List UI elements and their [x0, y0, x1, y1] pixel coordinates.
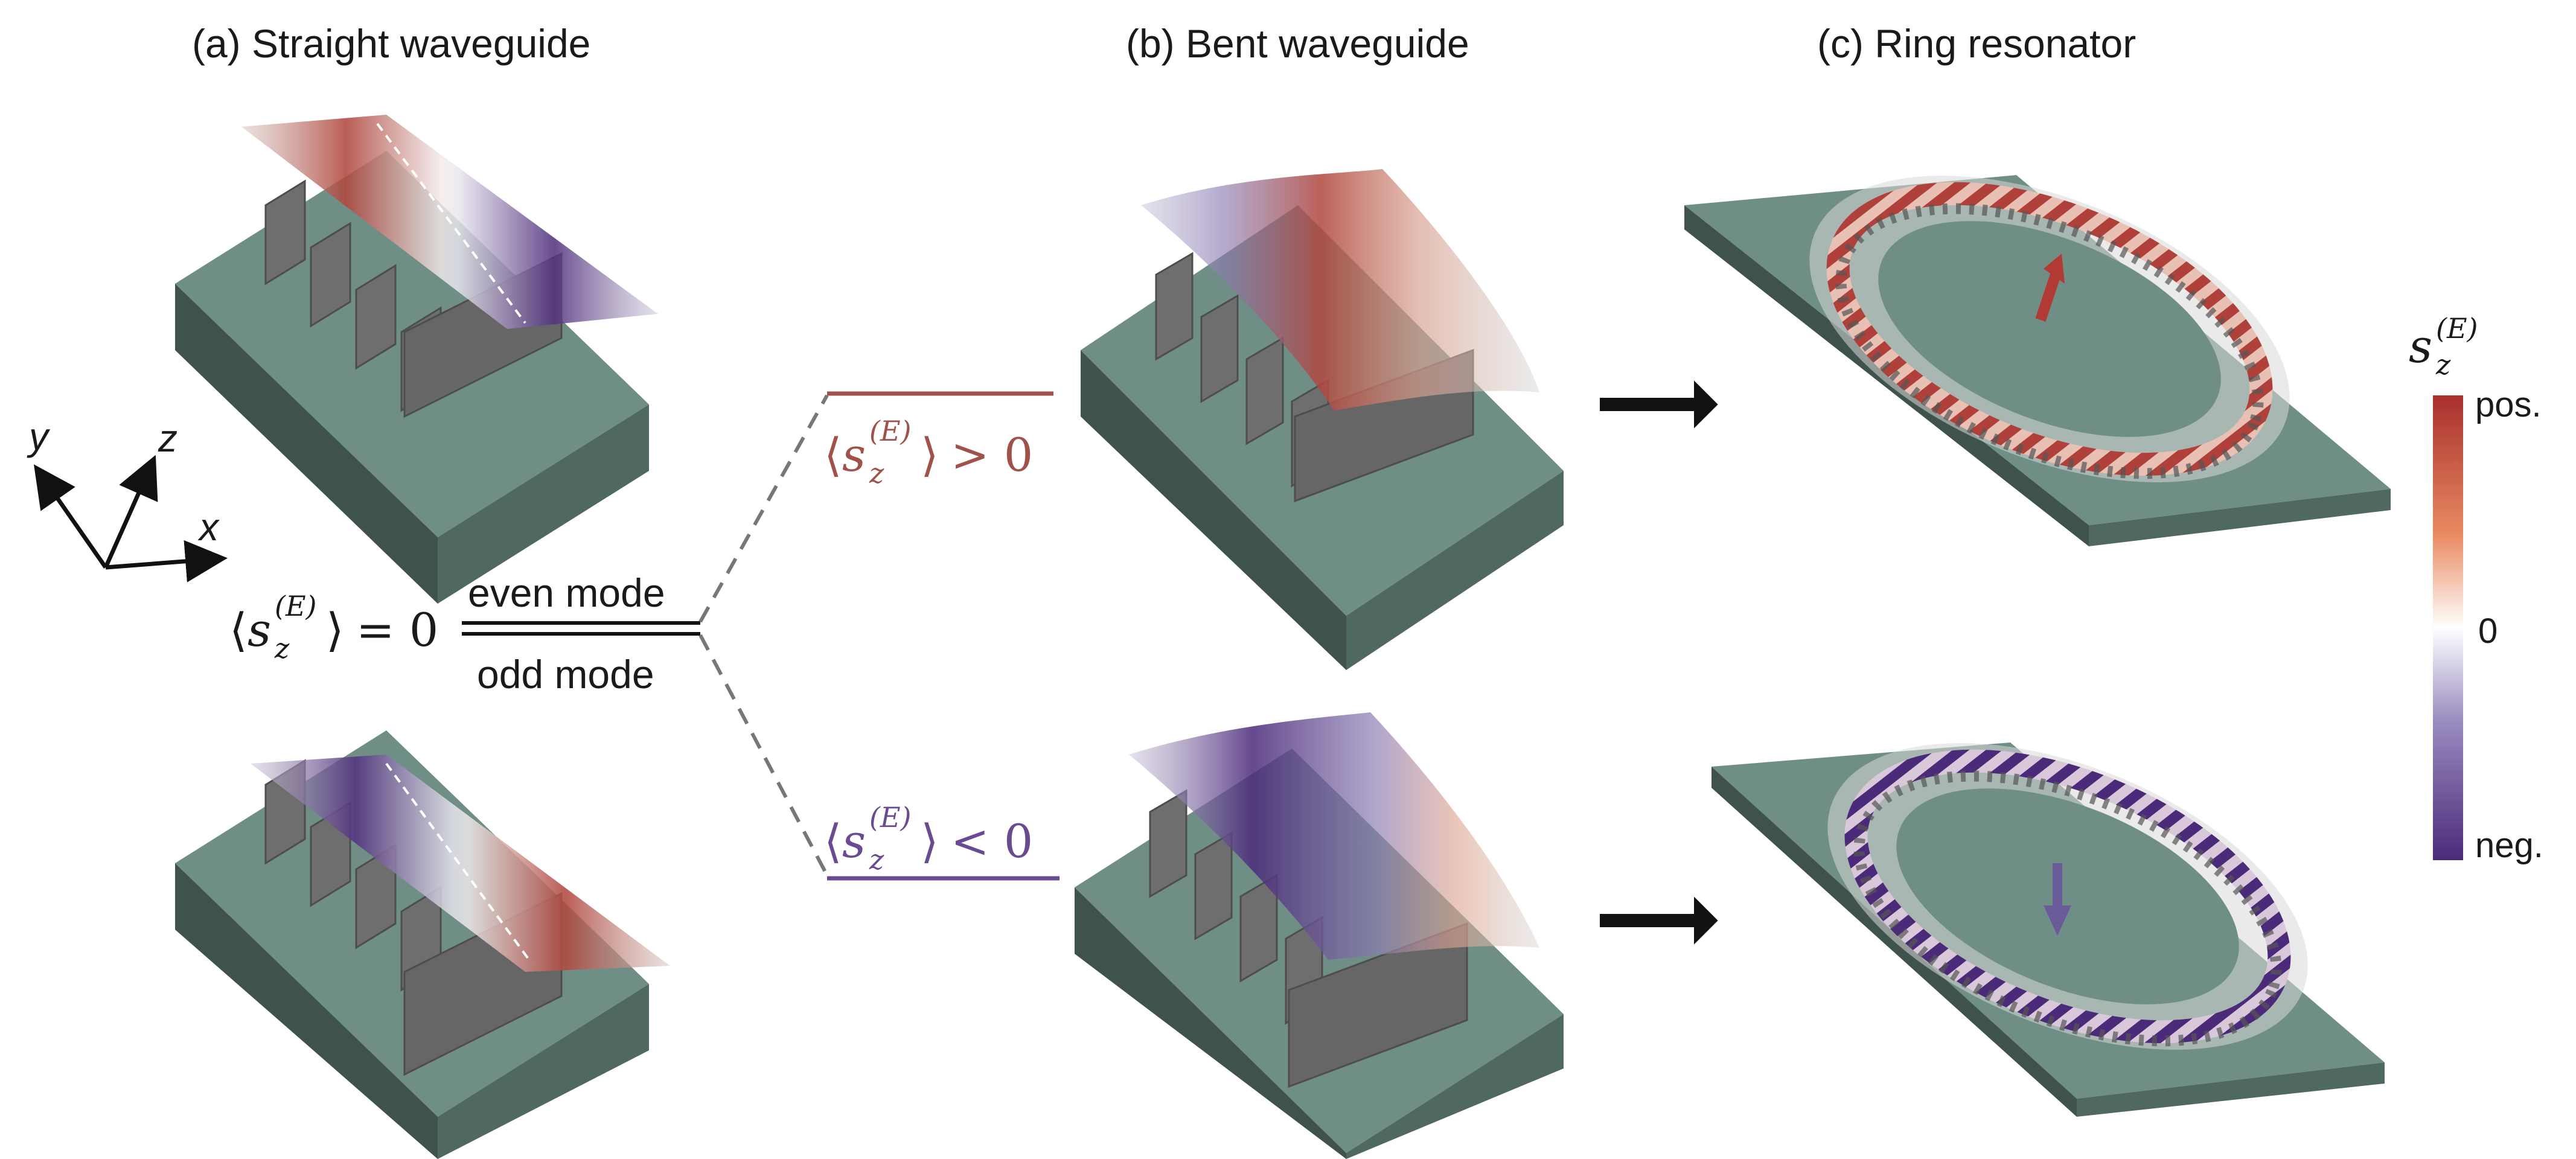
even-mode-label: even mode	[468, 570, 665, 615]
straight-waveguide-odd	[175, 730, 670, 1159]
svg-text:⟩: ⟩	[326, 603, 344, 657]
svg-text:⟩: ⟩	[921, 428, 939, 482]
axis-y-label: y	[27, 415, 51, 458]
panel-c-title: (c) Ring resonator	[1817, 21, 2136, 66]
colorbar-symbol-sup: (E)	[2436, 312, 2478, 345]
neg-symbol-s: s	[842, 814, 866, 868]
symbol-sub: z	[274, 632, 290, 665]
colorbar-gradient	[2433, 395, 2463, 860]
bent-waveguide-negative	[1075, 712, 1564, 1159]
neg-symbol-sub: z	[869, 843, 884, 876]
split-line-down	[698, 634, 829, 876]
degenerate-mode-expression: ⟨ s (E) z ⟩ = 0	[229, 590, 438, 665]
bent-waveguide-positive	[1081, 169, 1564, 670]
straight-waveguide-even	[175, 115, 658, 604]
coordinate-axes: y z x	[27, 415, 228, 583]
ring-resonator-positive	[1684, 175, 2391, 546]
colorbar: s (E) z pos. 0 neg.	[2409, 312, 2543, 865]
pos-symbol-s: s	[842, 428, 866, 482]
colorbar-zero-label: 0	[2478, 611, 2498, 651]
colorbar-pos-label: pos.	[2475, 385, 2542, 424]
svg-text:⟩: ⟩	[921, 814, 939, 868]
svg-text:⟨: ⟨	[824, 428, 842, 482]
odd-mode-label: odd mode	[477, 652, 654, 697]
pos-symbol-sup: (E)	[869, 415, 911, 447]
colorbar-symbol-s: s	[2409, 319, 2432, 373]
pos-symbol-sub: z	[869, 457, 884, 490]
positive-mode-expression: ⟨ s (E) z ⟩ > 0	[824, 415, 1033, 490]
ring-resonator-negative	[1711, 742, 2385, 1117]
panel-a-title: (a) Straight waveguide	[192, 21, 590, 66]
neg-symbol-sup: (E)	[869, 801, 911, 834]
symbol-s: s	[248, 603, 271, 657]
svg-text:⟨: ⟨	[229, 603, 248, 657]
panel-b-title: (b) Bent waveguide	[1126, 21, 1469, 66]
negative-mode-expression: ⟨ s (E) z ⟩ < 0	[824, 801, 1033, 876]
axis-z-label: z	[158, 417, 177, 460]
svg-text:⟨: ⟨	[824, 814, 842, 868]
zero-relation: = 0	[356, 603, 438, 657]
pos-relation: > 0	[951, 428, 1033, 482]
neg-relation: < 0	[951, 814, 1033, 868]
colorbar-symbol-sub: z	[2435, 348, 2451, 381]
symbol-sup: (E)	[275, 590, 316, 622]
axis-x-label: x	[197, 505, 220, 549]
split-line-up	[698, 394, 829, 623]
colorbar-neg-label: neg.	[2475, 826, 2543, 865]
